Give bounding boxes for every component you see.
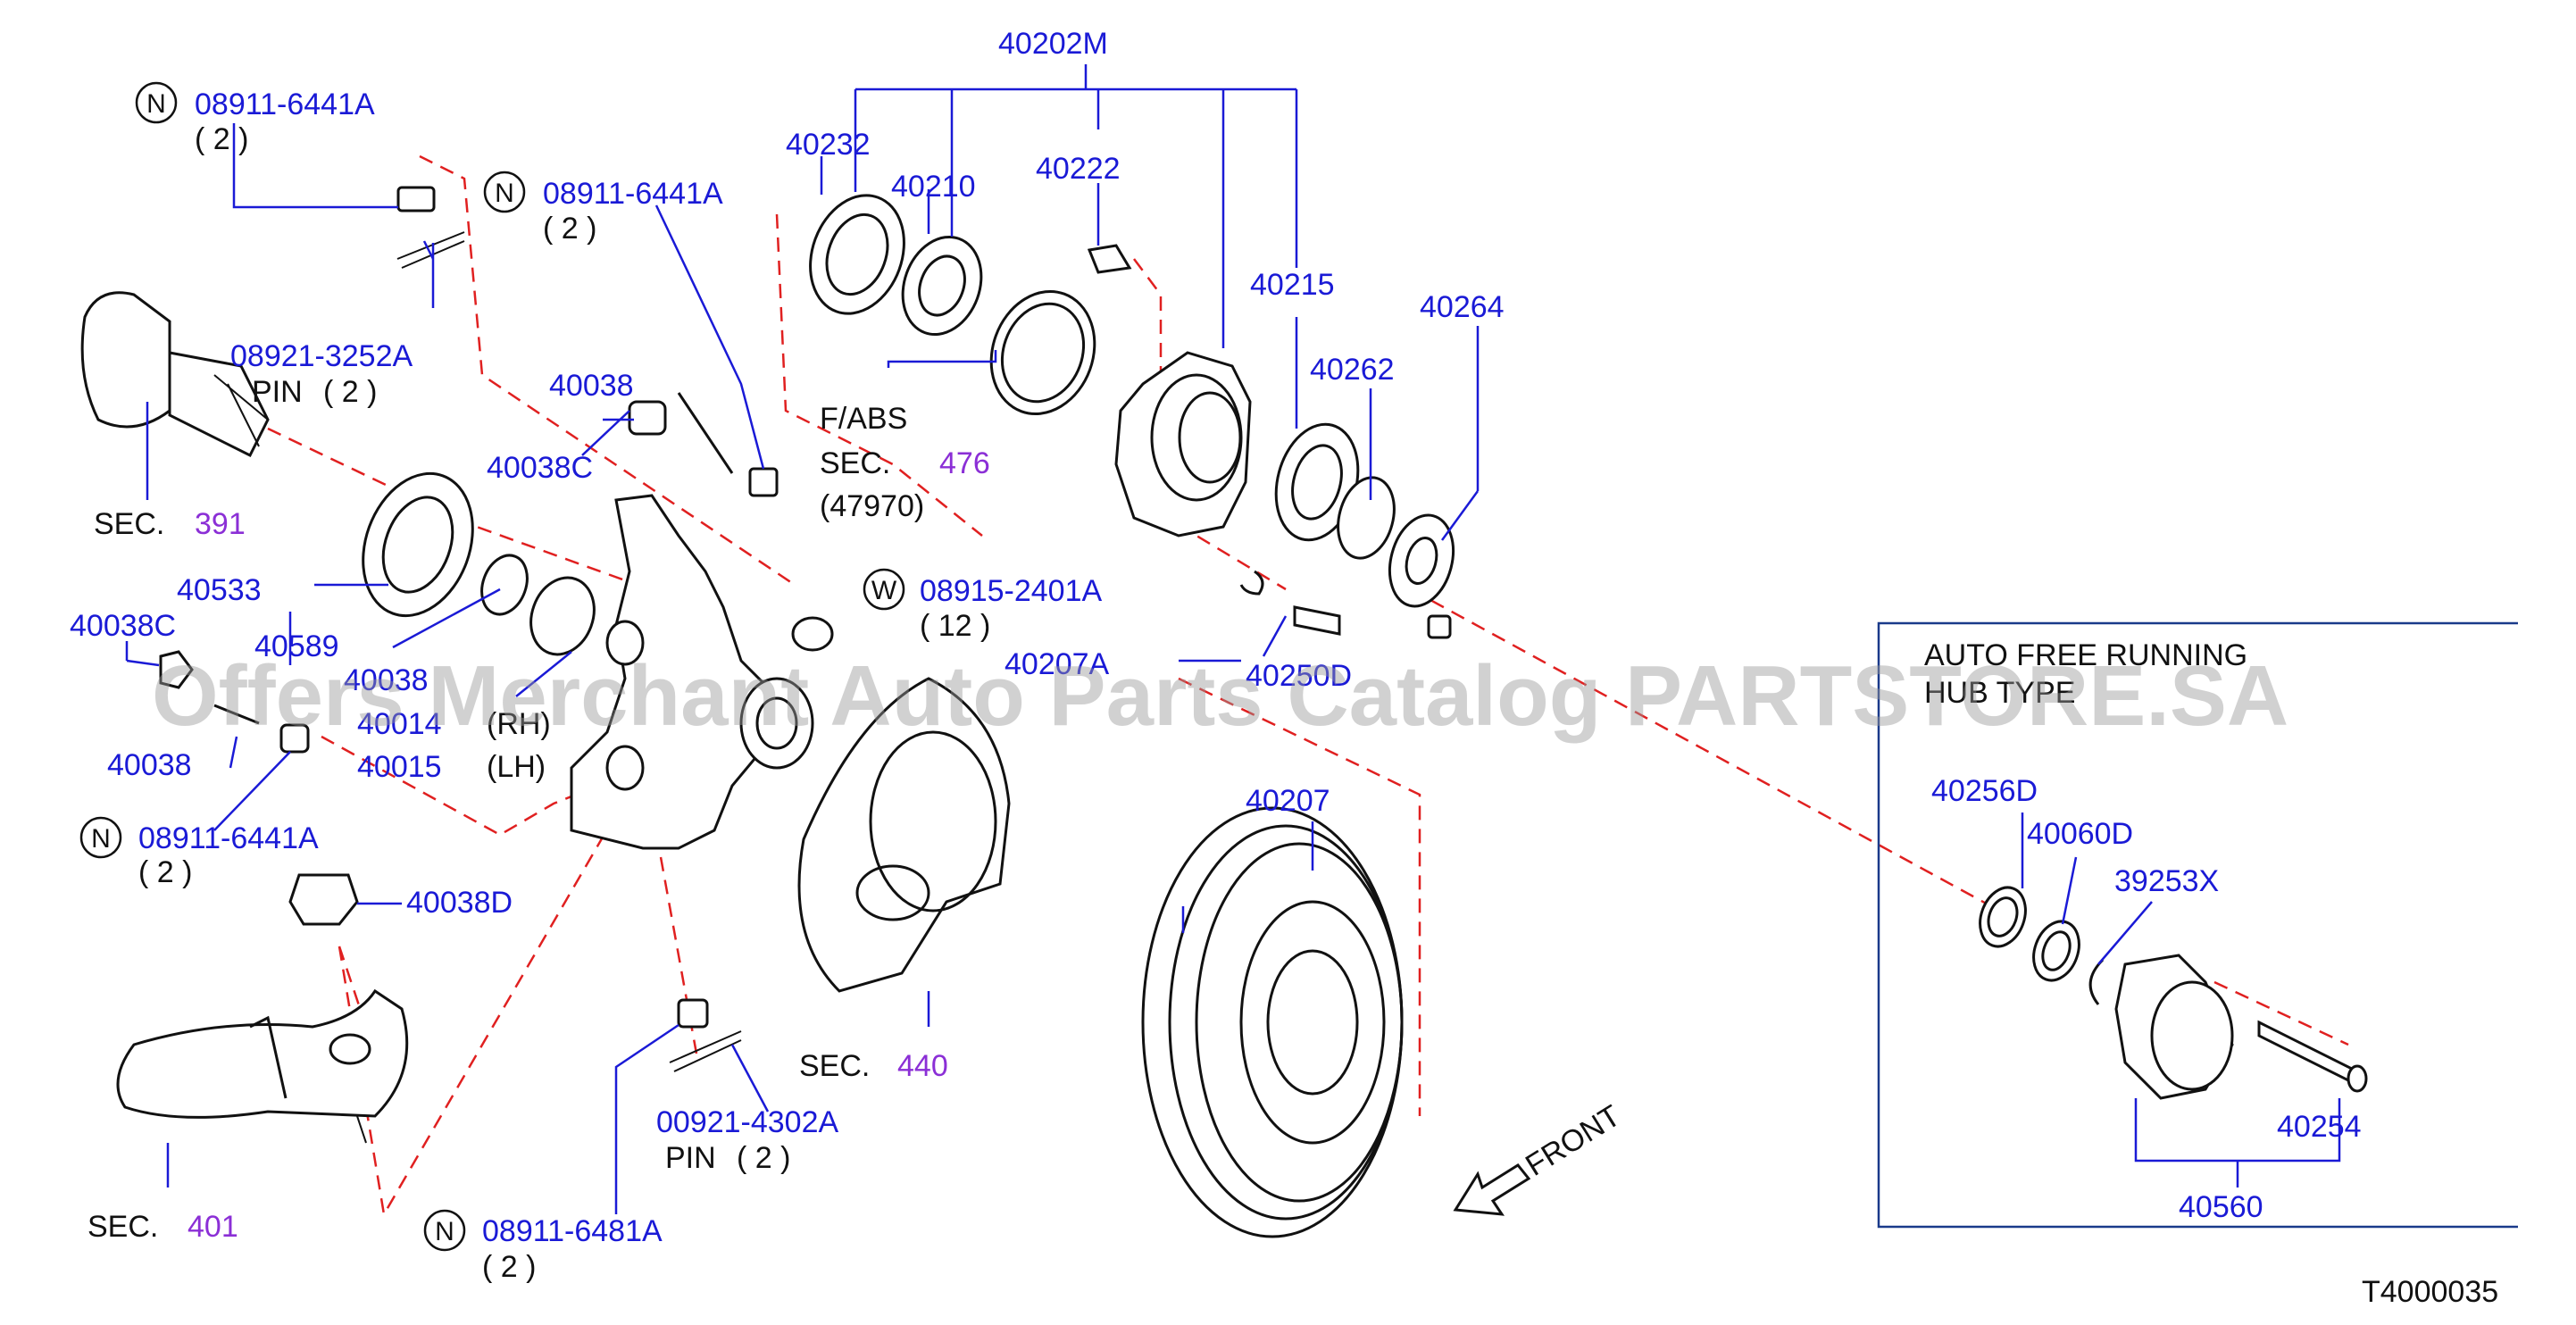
label-40060D[interactable]: 40060D	[2027, 817, 2133, 851]
outer-seal-drawing	[362, 471, 596, 656]
front-label: FRONT	[1520, 1099, 1626, 1183]
label-40560[interactable]: 40560	[2179, 1190, 2263, 1224]
label-fabs: F/ABS	[820, 402, 907, 436]
inset-box	[1877, 621, 2518, 1229]
label-rh: (RH)	[487, 707, 551, 741]
link-sec-476[interactable]: 476	[939, 446, 990, 480]
label-00921-4302A[interactable]: 00921-4302A	[656, 1105, 839, 1139]
label-40250D[interactable]: 40250D	[1246, 659, 1352, 693]
label-40262[interactable]: 40262	[1310, 353, 1395, 387]
drive-shaft-drawing	[80, 291, 270, 458]
label-40210[interactable]: 40210	[891, 170, 976, 204]
label-lh: (LH)	[487, 750, 546, 784]
svg-text:W: W	[871, 576, 897, 605]
label-40215[interactable]: 40215	[1250, 268, 1335, 302]
label-40014[interactable]: 40014	[357, 707, 442, 741]
qty-pin-2: ( 2 )	[737, 1141, 790, 1175]
label-40038-left[interactable]: 40038	[107, 748, 192, 782]
label-sec-476: SEC.	[820, 446, 890, 480]
qty-08911-6441A-top: ( 2 )	[195, 122, 248, 156]
n-marker-1: N	[135, 81, 178, 124]
leader-lines	[125, 64, 2341, 1214]
n-marker-2: N	[483, 171, 526, 213]
label-40533[interactable]: 40533	[177, 573, 262, 607]
qty-pin-1: ( 2 )	[323, 375, 377, 409]
inset-title-line-2: HUB TYPE	[1924, 676, 2075, 710]
svg-text:N: N	[435, 1217, 454, 1246]
label-40038C-left[interactable]: 40038C	[70, 609, 176, 643]
label-pin-2: PIN	[665, 1141, 716, 1175]
label-40256D[interactable]: 40256D	[1931, 774, 2038, 808]
label-40589[interactable]: 40589	[254, 629, 339, 663]
svg-text:N: N	[91, 824, 111, 854]
watermark: Offers Merchant Auto Parts Catalog PARTS…	[152, 648, 2288, 744]
steering-knuckle-drawing	[570, 494, 834, 850]
w-marker: W	[863, 568, 905, 611]
link-sec-440[interactable]: 440	[897, 1049, 948, 1083]
label-08915-2401A[interactable]: 08915-2401A	[920, 574, 1103, 608]
dust-shield-drawing	[797, 677, 1011, 993]
label-08911-6441A-lower[interactable]: 08911-6441A	[138, 821, 319, 855]
qty-08915-2401A: ( 12 )	[920, 609, 990, 643]
link-sec-401[interactable]: 401	[188, 1210, 238, 1244]
label-40202M[interactable]: 40202M	[998, 27, 1108, 61]
label-40038-mid[interactable]: 40038	[344, 663, 429, 697]
label-08921-3252A[interactable]: 08921-3252A	[230, 339, 413, 373]
qty-08911-6441A-second: ( 2 )	[543, 212, 596, 246]
label-47970: (47970)	[820, 489, 924, 523]
label-40038D[interactable]: 40038D	[406, 886, 513, 920]
qty-08911-6481A: ( 2 )	[482, 1250, 536, 1284]
label-40038C-top[interactable]: 40038C	[487, 451, 593, 485]
label-40207[interactable]: 40207	[1246, 784, 1330, 818]
label-08911-6441A-top[interactable]: 08911-6441A	[195, 88, 375, 121]
inner-bearings-drawing	[809, 194, 1096, 416]
free-running-hub-drawing	[1979, 886, 2368, 1100]
label-40232[interactable]: 40232	[786, 128, 871, 162]
n-marker-4: N	[423, 1209, 466, 1252]
label-08911-6481A[interactable]: 08911-6481A	[482, 1214, 663, 1248]
label-40038-top[interactable]: 40038	[549, 369, 634, 403]
label-40207A[interactable]: 40207A	[1005, 647, 1110, 681]
hub-drawing	[1114, 351, 1455, 608]
diagram-code: T4000035	[2362, 1275, 2498, 1309]
link-sec-391[interactable]: 391	[195, 507, 246, 541]
label-sec-440: SEC.	[799, 1049, 870, 1083]
label-40222[interactable]: 40222	[1036, 152, 1121, 186]
label-40264[interactable]: 40264	[1420, 290, 1505, 324]
brake-disc-drawing	[1141, 806, 1404, 1238]
label-sec-391: SEC.	[94, 507, 164, 541]
lower-arm-drawing	[116, 988, 409, 1144]
bolt-nut-drawings	[159, 186, 1452, 1072]
label-40015[interactable]: 40015	[357, 750, 442, 784]
svg-text:N: N	[146, 89, 166, 119]
front-arrow	[1453, 1163, 1531, 1216]
label-pin-1: PIN	[252, 375, 303, 409]
inset-title-line-1: AUTO FREE RUNNING	[1924, 638, 2247, 672]
label-08911-6441A-second[interactable]: 08911-6441A	[543, 177, 723, 211]
label-40254[interactable]: 40254	[2277, 1110, 2362, 1144]
svg-text:N: N	[495, 179, 514, 208]
label-sec-401: SEC.	[88, 1210, 158, 1244]
qty-08911-6441A-lower: ( 2 )	[138, 855, 192, 889]
label-39253X[interactable]: 39253X	[2114, 864, 2219, 898]
n-marker-3: N	[79, 816, 122, 859]
